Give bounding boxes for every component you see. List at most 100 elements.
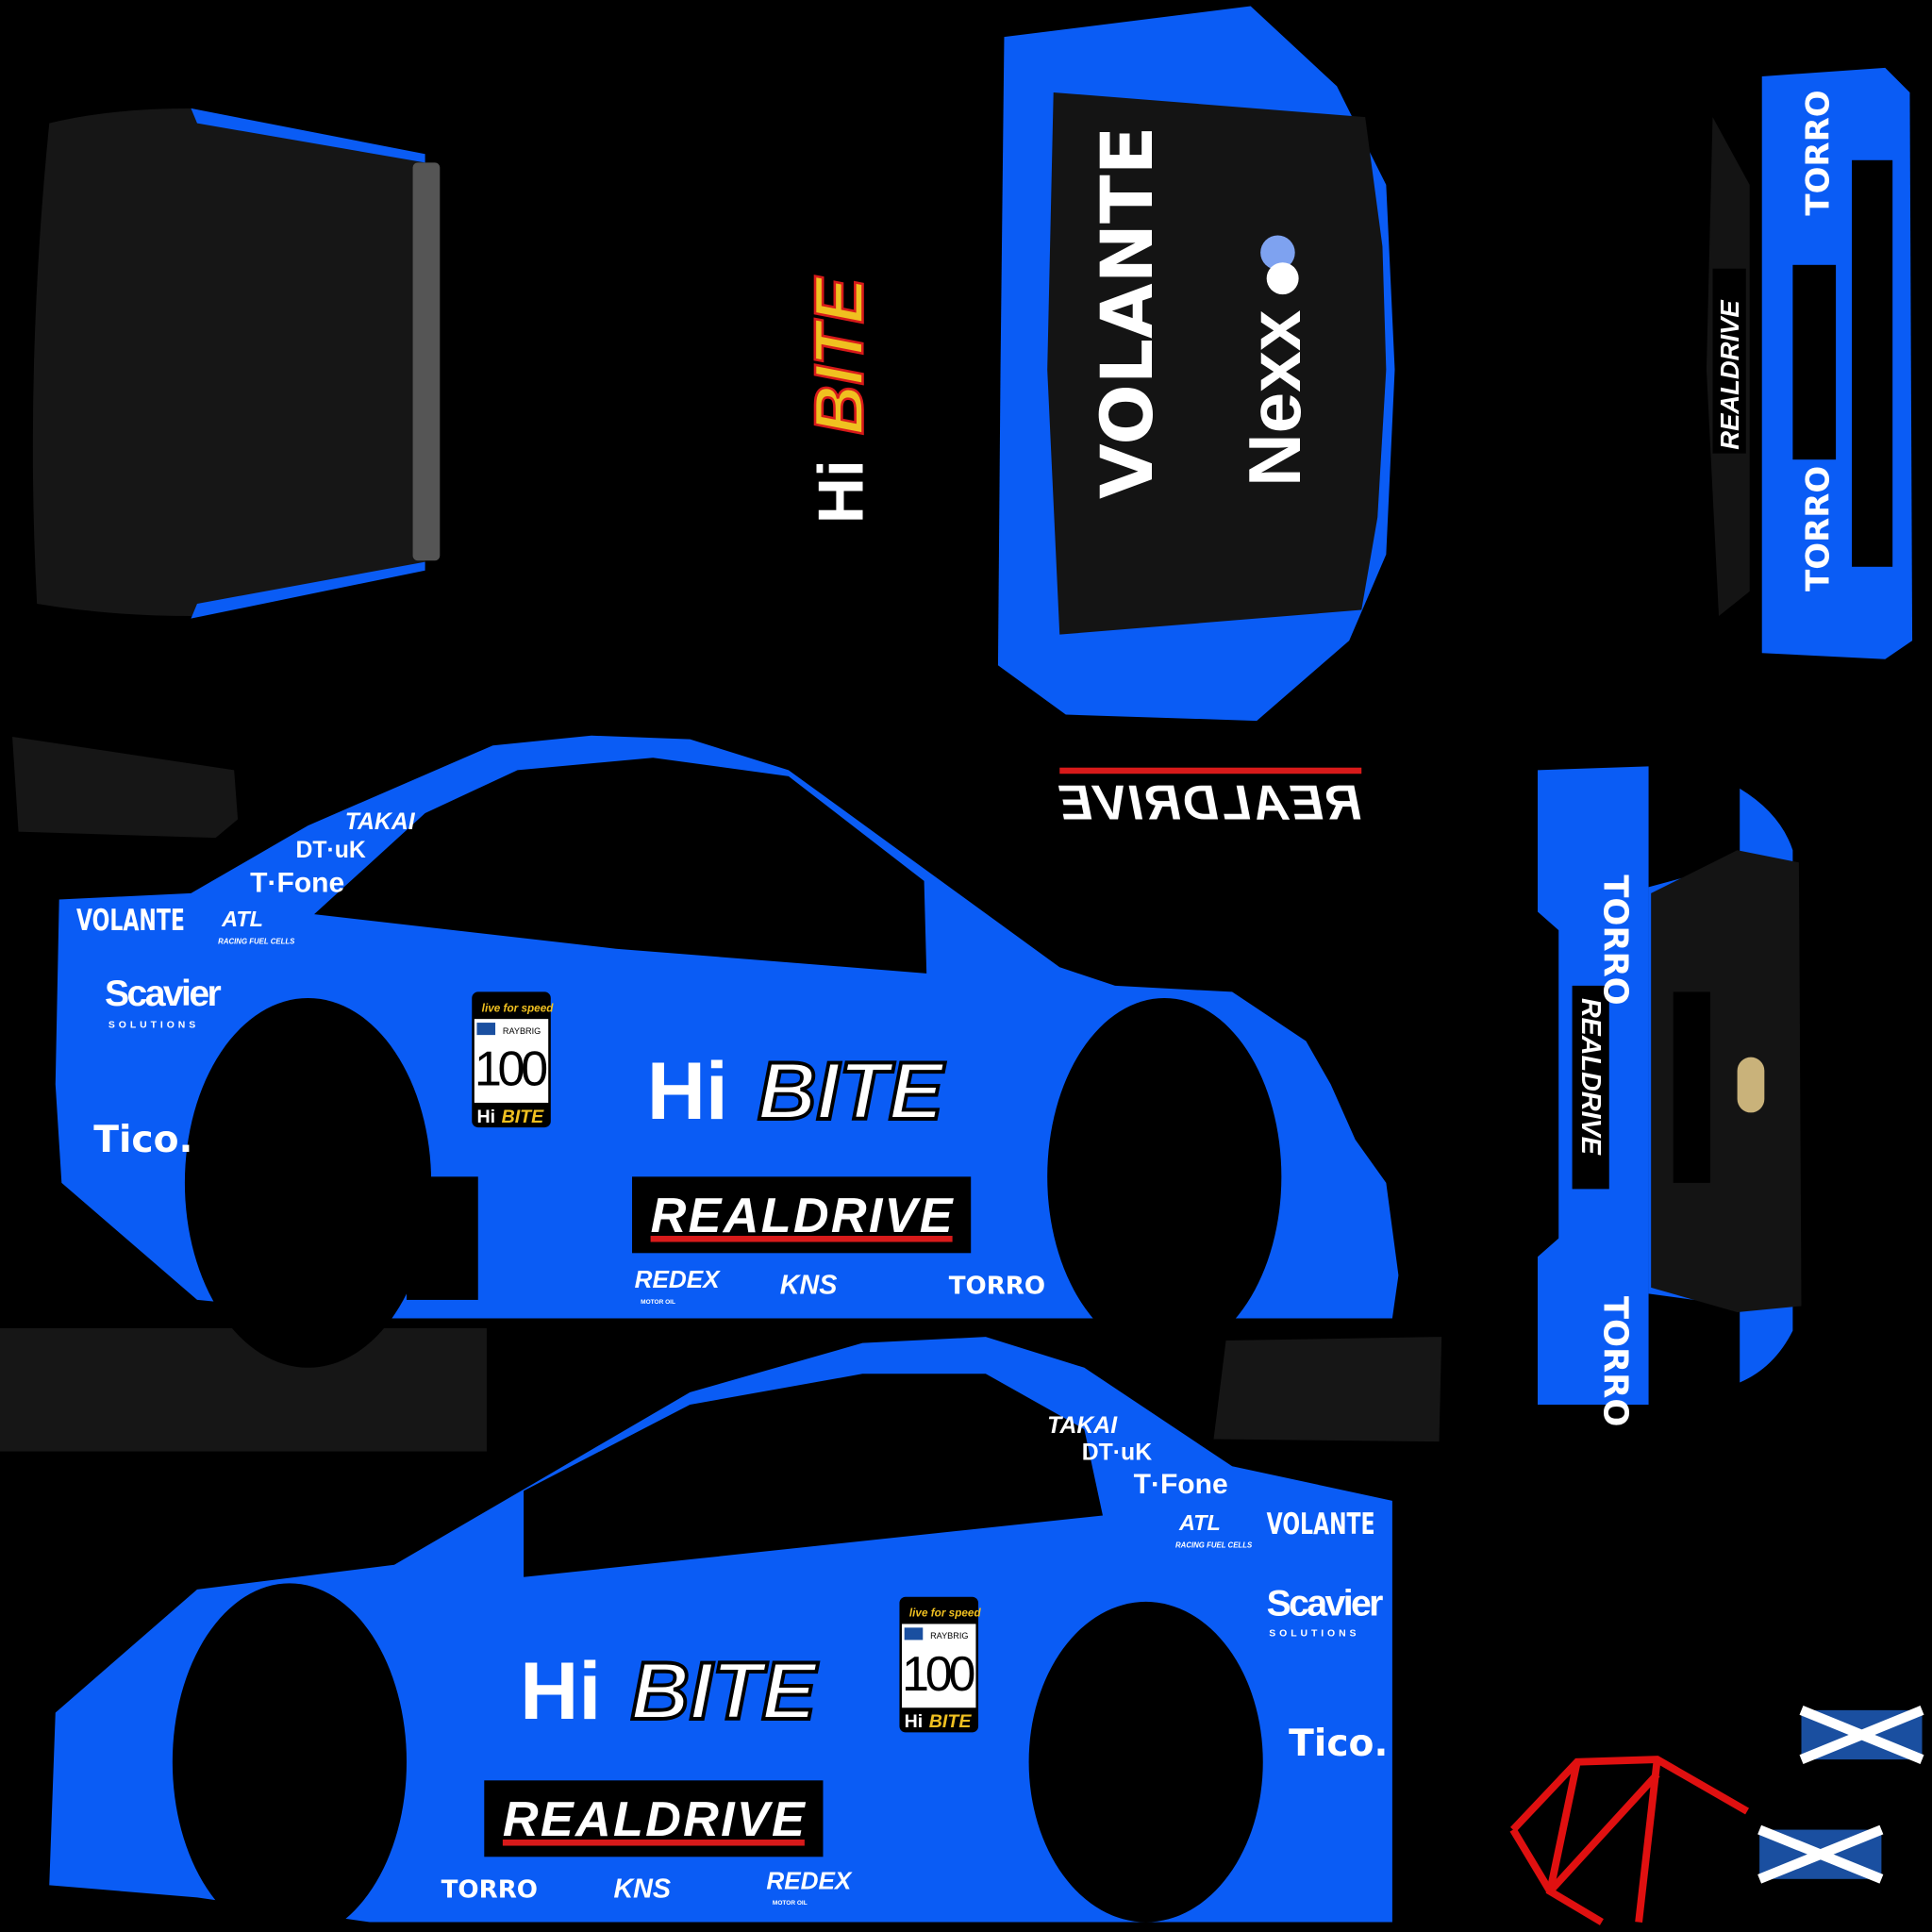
side-left-atl: ATL	[221, 907, 263, 931]
flag-saltire-b	[1757, 1824, 1884, 1884]
side-left-volante: VOLANTE	[76, 904, 185, 938]
rear-bumper-panel	[1538, 766, 1802, 1405]
rear-diffuser-slot	[1673, 991, 1710, 1183]
roof-stripe-top	[191, 108, 425, 163]
side-right-tico: Tico.	[1289, 1723, 1388, 1765]
dark-panel-1	[12, 737, 239, 839]
side-right-realdrive-stripe	[502, 1840, 805, 1846]
side-left-redex: REDEX	[635, 1265, 722, 1293]
side-left-scavier-sub: SOLUTIONS	[108, 1020, 199, 1030]
plate-brand: live for speed	[909, 1607, 982, 1620]
side-right-redex-sub: MOTOR OIL	[773, 1900, 808, 1907]
roll-cage-texture	[1509, 1756, 1750, 1925]
roof-panel	[32, 108, 441, 619]
side-right-dtuk: DT·uK	[1082, 1441, 1152, 1466]
side-right-realdrive: REALDRIVE	[503, 1792, 807, 1847]
rear-wing-realdrive-text: REALDRIVE	[1715, 300, 1744, 450]
scotland-flag-1	[1799, 1706, 1924, 1764]
dark-panel-2	[0, 1327, 487, 1452]
plate-brand: live for speed	[482, 1002, 555, 1014]
roof-hibite-logo: Hi BITE	[800, 275, 879, 524]
hood-volante-text: VOLANTE	[1086, 126, 1169, 499]
side-left-atl-sub: RACING FUEL CELLS	[218, 937, 295, 945]
roof-bite-text: BITE	[801, 275, 877, 435]
side-right-number-plate: live for speed RAYBRIG 100 Hi BITE	[899, 1596, 982, 1733]
side-right-front-arch	[172, 1583, 407, 1932]
plate-bite: BITE	[929, 1711, 973, 1732]
tow-hook-icon	[1737, 1057, 1765, 1113]
rear-bumper-torro-bottom: TORRO	[1596, 1296, 1635, 1426]
side-left-number-plate: live for speed RAYBRIG 100 Hi BITE	[472, 991, 555, 1128]
side-left-bite: BITE	[758, 1046, 945, 1137]
roof-stripe-bottom	[191, 561, 425, 619]
nexx-logo-icon	[1260, 235, 1295, 271]
side-right-tfone: T·Fone	[1134, 1469, 1228, 1500]
side-right-kns: KNS	[613, 1874, 671, 1904]
side-left-window	[314, 758, 927, 974]
side-right-redex: REDEX	[766, 1866, 853, 1894]
scotland-flag-icon	[476, 1023, 496, 1036]
cage-bar-diagonal	[1547, 1772, 1660, 1894]
rear-diffuser-carbon	[1651, 850, 1802, 1312]
rear-wing-realdrive-box	[1712, 268, 1746, 454]
plate-bite: BITE	[502, 1107, 545, 1127]
side-left-kns: KNS	[780, 1270, 838, 1300]
side-right-torro: TORRO	[441, 1875, 538, 1904]
rear-wing-side-slot	[1852, 159, 1893, 567]
rear-wing-slot	[1792, 264, 1837, 460]
side-left-scavier: Scavier	[105, 974, 221, 1014]
side-left-takai: TAKAI	[345, 809, 416, 835]
side-left-hi: Hi	[647, 1046, 728, 1137]
cage-bar-lower	[1509, 1827, 1554, 1893]
plate-number: 100	[902, 1647, 975, 1702]
windscreen-realdrive-text: REALDRIVE	[1058, 776, 1361, 831]
rear-bumper-realdrive-text: REALDRIVE	[1575, 998, 1606, 1156]
side-right-scavier: Scavier	[1267, 1583, 1383, 1624]
side-panel-right	[49, 1337, 1392, 1932]
scotland-flag-2	[1757, 1824, 1884, 1884]
side-right-volante: VOLANTE	[1267, 1507, 1375, 1541]
hood-panel	[997, 6, 1395, 722]
roof-hi-text: Hi	[806, 459, 876, 524]
side-right-hi: Hi	[520, 1646, 601, 1737]
dark-panel-3	[1213, 1337, 1442, 1442]
windscreen-banner: REALDRIVE	[1058, 767, 1362, 831]
rear-bumper-realdrive-box	[1572, 985, 1609, 1190]
hood-nexx-text: Nexx	[1233, 310, 1316, 487]
hood-carbon	[1047, 92, 1387, 635]
side-right-atl-sub: RACING FUEL CELLS	[1175, 1541, 1253, 1549]
side-left-tico: Tico.	[93, 1119, 192, 1161]
rear-wing-panel	[1706, 67, 1913, 659]
roof-carbon	[32, 108, 425, 617]
side-left-realdrive-stripe	[650, 1236, 953, 1242]
plate-team: RAYBRIG	[930, 1631, 968, 1641]
side-left-dtuk: DT·uK	[295, 838, 365, 863]
roof-vent-bar	[412, 162, 441, 561]
side-panel-left	[55, 735, 1399, 1368]
side-right-rear-arch	[1028, 1601, 1263, 1923]
windscreen-red-stripe	[1059, 767, 1362, 774]
nexx-logo-dot-icon	[1266, 262, 1299, 295]
flag-saltire-b	[1799, 1706, 1924, 1764]
cage-bar-top	[1510, 1756, 1750, 1833]
side-left-torro: TORRO	[949, 1272, 1045, 1300]
side-right-atl: ATL	[1178, 1510, 1221, 1535]
side-right-takai: TAKAI	[1047, 1413, 1118, 1439]
side-left-tfone: T·Fone	[250, 868, 344, 899]
side-right-bite: BITE	[631, 1646, 819, 1737]
rear-wing-torro-top: TORRO	[1799, 90, 1837, 215]
scotland-flag-icon	[904, 1627, 924, 1641]
side-left-front-arch	[184, 997, 432, 1368]
side-left-redex-sub: MOTOR OIL	[641, 1299, 675, 1306]
side-right-window	[524, 1374, 1103, 1577]
plate-hi: Hi	[476, 1107, 495, 1127]
cage-bar-right	[1635, 1758, 1661, 1923]
side-left-realdrive: REALDRIVE	[651, 1189, 955, 1243]
side-left-rear-arch	[1047, 997, 1282, 1356]
plate-team: RAYBRIG	[503, 1026, 541, 1036]
plate-number: 100	[475, 1042, 548, 1097]
rear-bumper-torro-top: TORRO	[1596, 874, 1635, 1005]
plate-hi: Hi	[905, 1711, 924, 1732]
side-right-scavier-sub: SOLUTIONS	[1269, 1629, 1359, 1640]
